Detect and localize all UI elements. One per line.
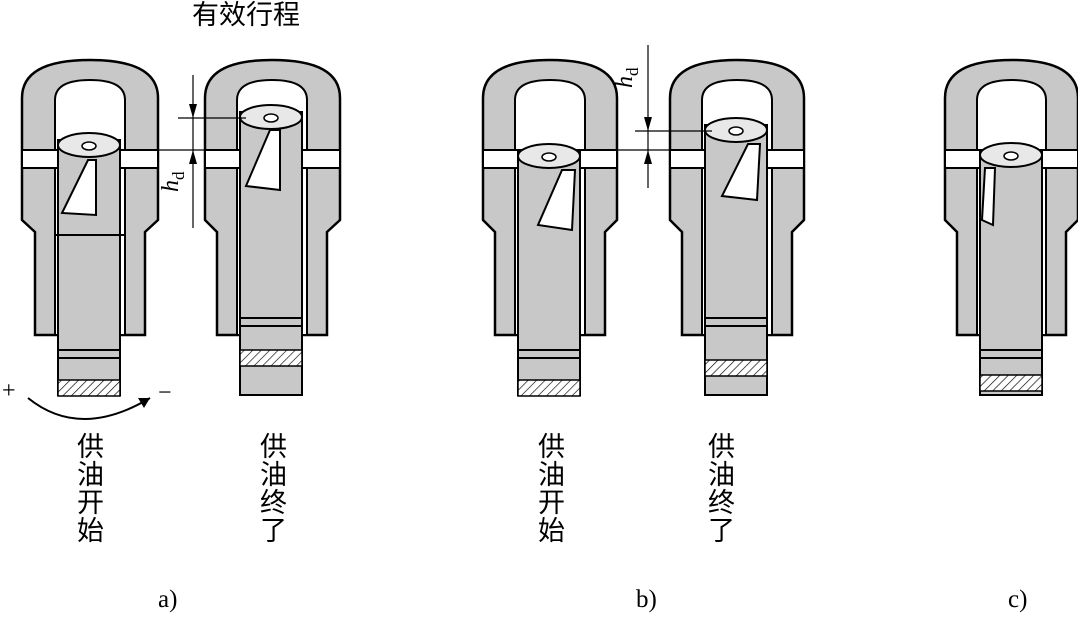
caption-a: a) bbox=[158, 586, 178, 613]
plunger-hole bbox=[728, 126, 744, 136]
shaft-section bbox=[979, 374, 1043, 392]
caption-b: b) bbox=[636, 586, 657, 613]
helix-groove bbox=[244, 129, 281, 192]
helix-groove bbox=[536, 169, 577, 232]
helix-groove bbox=[60, 159, 97, 217]
unit-b-start bbox=[481, 58, 619, 397]
plunger-hole bbox=[81, 141, 97, 151]
unit-a-start bbox=[20, 58, 160, 420]
state-label-b-start: 供油开始 bbox=[533, 432, 564, 544]
shaft-section bbox=[57, 379, 121, 397]
caption-c: c) bbox=[1008, 586, 1028, 613]
helix-groove bbox=[720, 143, 762, 202]
state-label-a-end: 供油终了 bbox=[255, 432, 286, 544]
helix-groove bbox=[980, 167, 997, 227]
shaft-section bbox=[239, 349, 303, 367]
state-label-a-start: 供油开始 bbox=[72, 432, 103, 544]
shaft-section bbox=[704, 359, 768, 377]
diagram-title: 有效行程 bbox=[192, 0, 300, 31]
shaft-section bbox=[517, 379, 581, 397]
dimension-hd-b bbox=[605, 45, 712, 188]
unit-b-end bbox=[668, 58, 806, 396]
plunger-hole bbox=[263, 113, 279, 123]
plunger-hole bbox=[541, 152, 557, 162]
state-label-b-end: 供油终了 bbox=[703, 432, 734, 544]
dimension-hd-a bbox=[130, 75, 246, 228]
unit-c bbox=[943, 58, 1078, 396]
dimension-label-b: hd bbox=[612, 67, 642, 89]
plunger-hole bbox=[1003, 151, 1019, 161]
plus-sign: + bbox=[2, 378, 16, 404]
unit-a-end bbox=[203, 58, 342, 396]
dimension-label-a: hd bbox=[158, 171, 188, 193]
rotation-arrow bbox=[27, 397, 151, 420]
minus-sign: − bbox=[158, 380, 172, 406]
